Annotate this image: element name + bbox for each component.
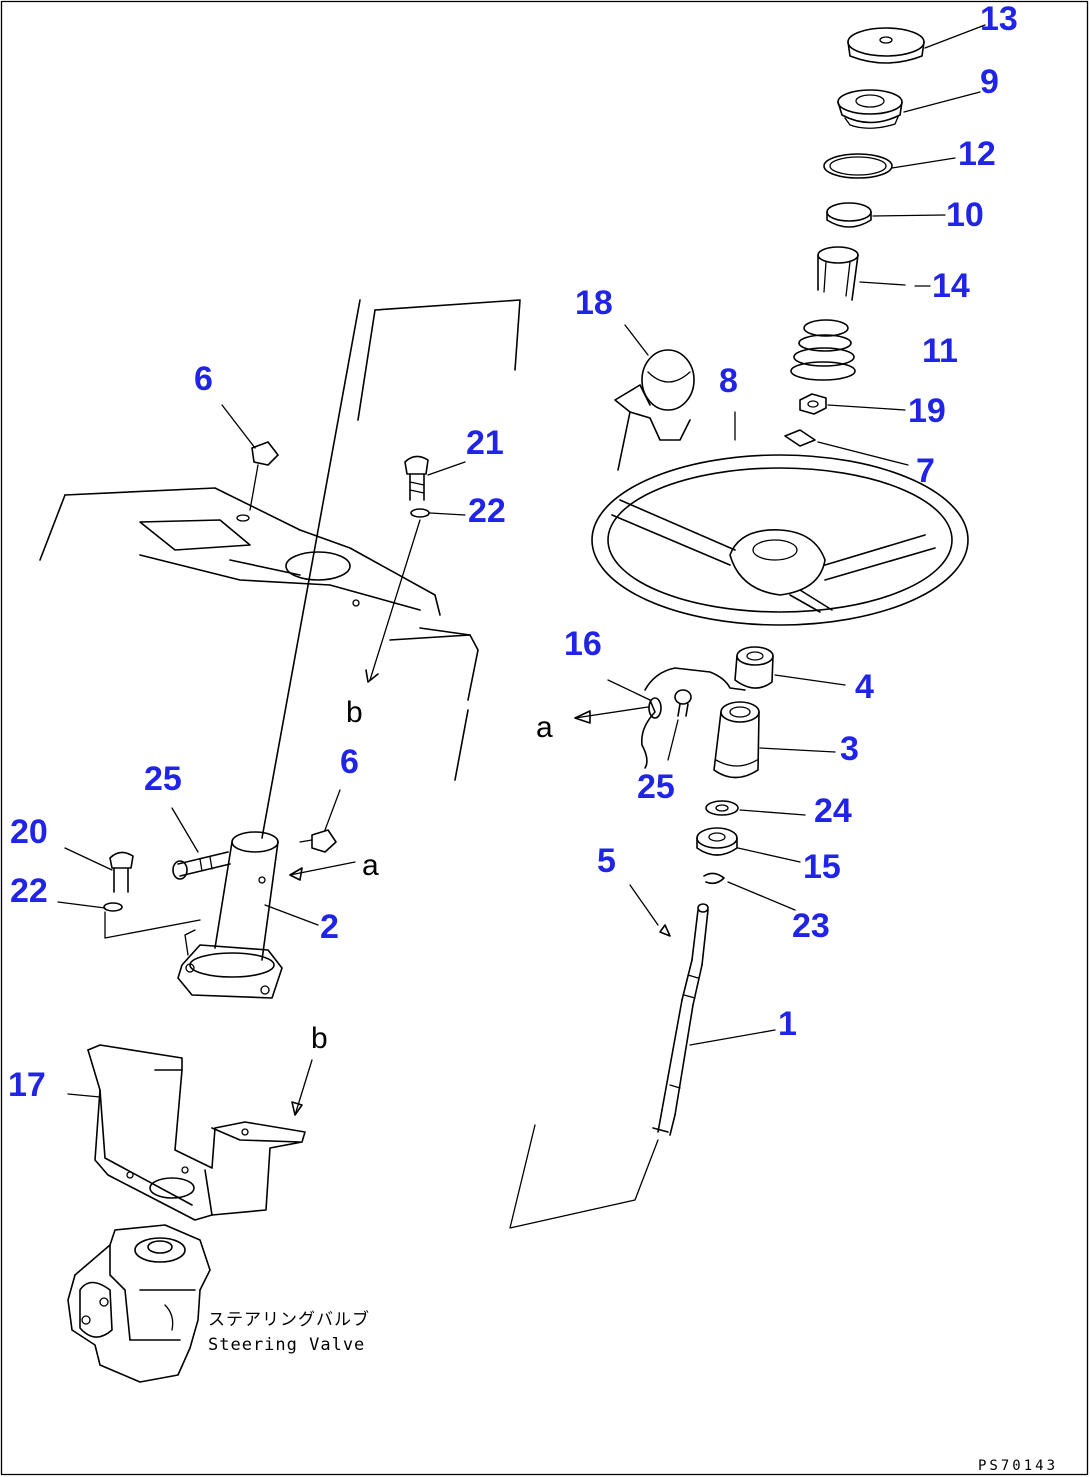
snap-ring-23 [703, 872, 796, 911]
reference-b-panel: b [346, 696, 363, 729]
callout-10: 10 [946, 196, 984, 234]
steering-valve-caption-jp: ステアリングバルブ [208, 1309, 370, 1330]
nut-19 [799, 393, 906, 415]
leader-20 [64, 847, 113, 871]
reference-b-bracket: b [311, 1022, 328, 1055]
callout-20: 20 [10, 813, 48, 851]
callout-11: 11 [922, 332, 958, 370]
callout-6-column: 6 [340, 743, 359, 781]
steering-column-tube [177, 299, 361, 999]
cap-13 [847, 24, 986, 64]
steering-shaft-1 [509, 903, 776, 1229]
callout-21: 21 [466, 424, 504, 462]
callout-3: 3 [840, 730, 859, 768]
knob-18 [614, 324, 695, 471]
reference-arrow-a-left [289, 861, 356, 881]
sleeve-14 [817, 246, 931, 301]
pin-5 [629, 884, 671, 937]
reference-arrow-a-wire [574, 706, 649, 724]
bushing-3 [713, 701, 836, 779]
bolt-20 [103, 851, 201, 939]
leader-22-top [429, 512, 466, 516]
callout-24: 24 [814, 792, 852, 830]
callout-7: 7 [916, 452, 935, 490]
callout-15: 15 [803, 848, 841, 886]
key-7 [784, 429, 909, 466]
drawing-code: PS70143 [978, 1458, 1058, 1474]
leader-25-left [171, 807, 199, 853]
callout-5: 5 [597, 842, 616, 880]
callout-labels: 13 9 12 10 14 11 19 7 8 18 6 21 22 16 4 … [8, 0, 1018, 1104]
bolt-25-column [172, 851, 231, 880]
nut-6-panel [236, 441, 279, 522]
callout-6-top: 6 [194, 360, 213, 398]
switch-4 [734, 646, 846, 689]
nut-6-column [299, 829, 337, 853]
callout-22-left: 22 [10, 872, 48, 910]
callout-16: 16 [564, 625, 602, 663]
callout-17: 17 [8, 1066, 46, 1104]
callout-1: 1 [778, 1005, 797, 1043]
callout-23: 23 [792, 907, 830, 945]
bracket-17 [67, 1044, 306, 1221]
steering-valve [67, 1224, 211, 1383]
bolt-21 [365, 455, 430, 683]
leader-6-top [221, 404, 256, 449]
callout-14: 14 [932, 267, 970, 305]
callout-9: 9 [980, 63, 999, 101]
bearing-15 [696, 827, 801, 863]
callout-25-left: 25 [144, 760, 182, 798]
cap-10 [826, 202, 946, 228]
leader-2 [264, 904, 319, 926]
spring-11 [790, 319, 856, 381]
reference-arrow-b-bracket [291, 1059, 313, 1116]
callout-4: 4 [855, 668, 874, 706]
steering-valve-caption-en: Steering Valve [208, 1335, 365, 1355]
reference-letters: a a b b [311, 696, 553, 1055]
leader-22-left [57, 901, 106, 909]
reference-a-wire: a [536, 711, 553, 744]
callout-12: 12 [958, 135, 996, 173]
cover-9 [837, 89, 981, 129]
callout-2: 2 [320, 908, 339, 946]
leader-21 [427, 461, 466, 476]
leader-6-column [324, 789, 341, 831]
callout-19: 19 [908, 392, 946, 430]
wire-harness-16 [607, 667, 746, 769]
washer-24 [705, 800, 806, 816]
callout-22-top: 22 [468, 492, 506, 530]
callout-8: 8 [719, 362, 738, 400]
reference-a-left: a [362, 849, 379, 882]
callout-13: 13 [980, 0, 1018, 38]
steering-wheel-8 [591, 411, 969, 626]
o-ring-12 [823, 153, 956, 179]
callout-18: 18 [575, 284, 613, 322]
callout-25-right: 25 [637, 768, 675, 806]
dashboard-panel [39, 299, 521, 781]
